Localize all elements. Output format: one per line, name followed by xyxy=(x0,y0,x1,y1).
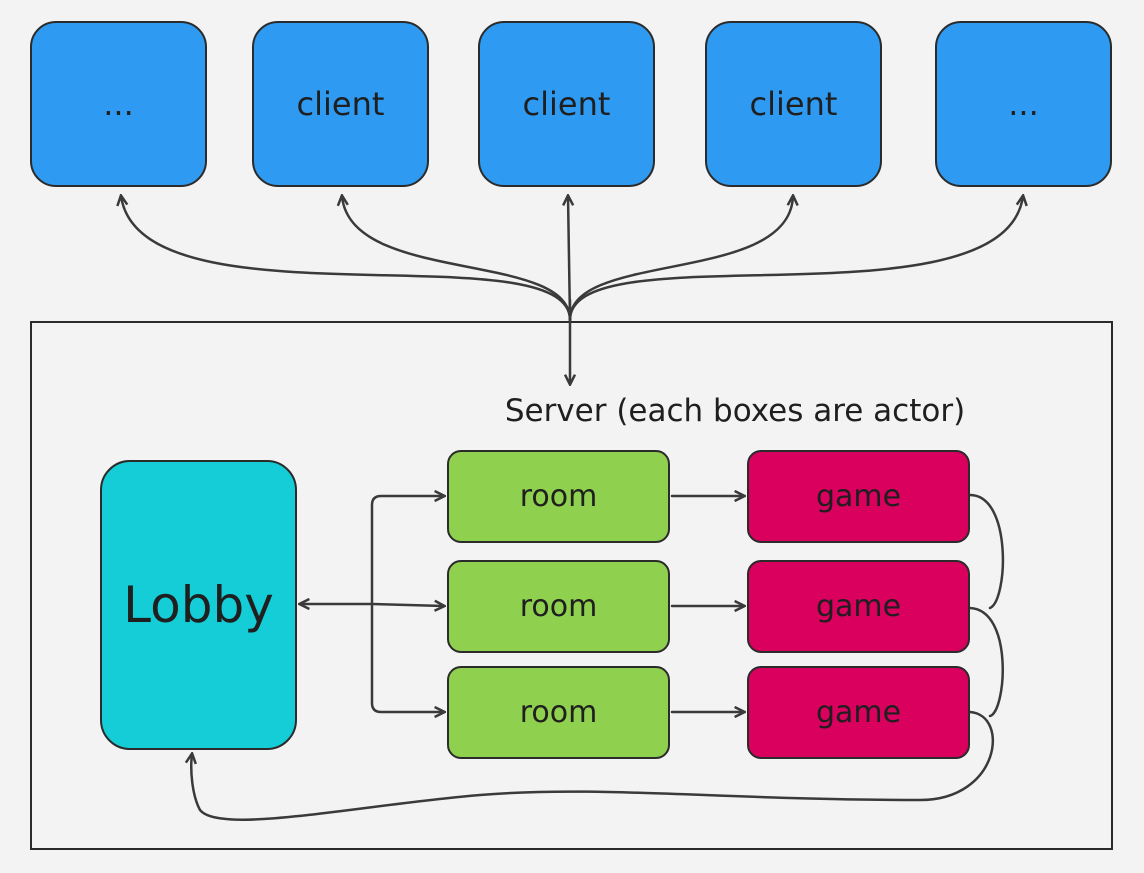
connector-client-5 xyxy=(568,196,1023,322)
server-label: Server (each boxes are actor) xyxy=(504,393,966,429)
room-actor-2[interactable]: room xyxy=(447,560,670,653)
lobby-actor[interactable]: Lobby xyxy=(100,460,297,750)
connector-game-to-lobby xyxy=(191,710,994,821)
game-actor-3[interactable]: game xyxy=(747,666,970,759)
client-node-3[interactable]: client xyxy=(478,21,655,187)
client-node-1[interactable]: ... xyxy=(30,21,207,187)
connector-lobby-room-1 xyxy=(370,496,444,606)
room-actor-1[interactable]: room xyxy=(447,450,670,543)
connector-game-1-return xyxy=(968,493,1005,610)
client-node-5[interactable]: ... xyxy=(935,21,1112,187)
server-container xyxy=(30,321,1113,850)
room-actor-3[interactable]: room xyxy=(447,666,670,759)
client-node-4[interactable]: client xyxy=(705,21,882,187)
connector-client-1 xyxy=(121,196,572,322)
connector-lobby-room-3 xyxy=(370,602,444,712)
connector-game-2-return xyxy=(968,606,1004,718)
game-actor-2[interactable]: game xyxy=(747,560,970,653)
connector-client-4 xyxy=(568,196,793,322)
connector-client-2 xyxy=(342,196,572,322)
game-actor-1[interactable]: game xyxy=(747,450,970,543)
client-node-2[interactable]: client xyxy=(252,21,429,187)
connector-lobby-room-2 xyxy=(370,604,444,606)
